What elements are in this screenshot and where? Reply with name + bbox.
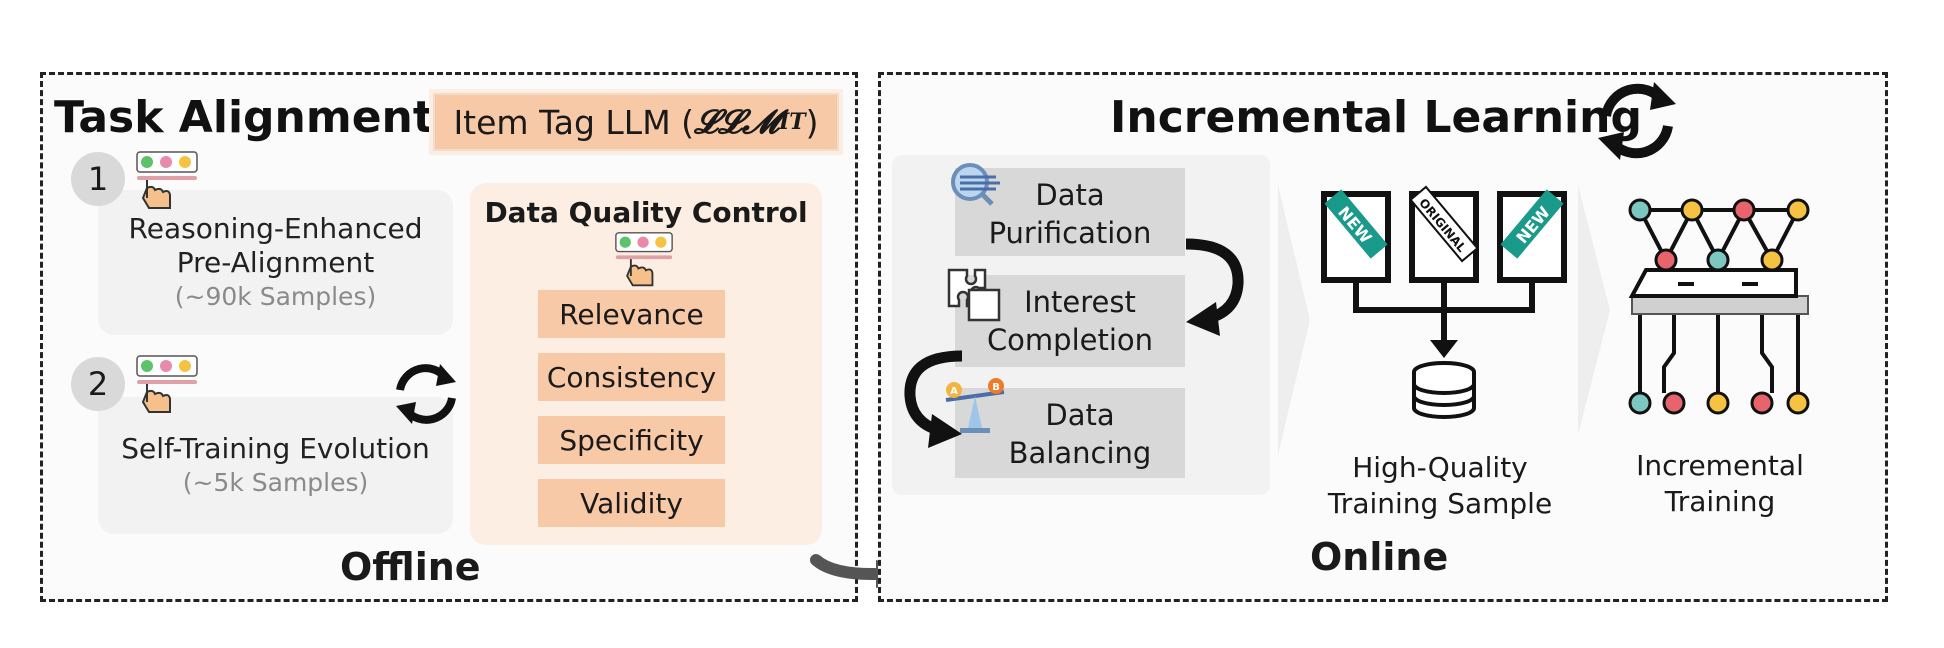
llm-subscript: IT [778,109,806,135]
sample-label: High-Quality Training Sample [1300,450,1580,522]
refresh-icon [1598,82,1676,160]
item-tag-llm-close: ) [805,102,819,142]
stage1-line2: Pre-Alignment [176,246,375,279]
criterion-validity: Validity [538,479,725,527]
balance-label-b: B [992,382,1000,393]
stage1-text: Reasoning-Enhanced Pre-Alignment (~90k S… [98,212,453,314]
criterion-specificity: Specificity [538,416,725,464]
training-label-line2: Training [1664,485,1776,518]
stage2-line1: Self-Training Evolution [121,432,430,465]
criterion-consistency: Consistency [538,353,725,401]
task-alignment-title: Task Alignment [54,92,434,143]
chevron-arrow [1278,185,1310,455]
balance-label-a: A [950,386,958,397]
data-merge-graphic: NEW ORIGINAL NEW [1321,185,1567,419]
completion-line1: Interest [1024,285,1136,319]
magnifier-icon [951,163,1000,206]
quality-control-title: Data Quality Control [484,196,808,229]
training-label-line1: Incremental [1636,449,1804,482]
offline-label: Offline [340,545,481,589]
stage1-card [98,190,453,335]
llm-symbol: 𝓛𝓛𝓜 [694,102,779,141]
sample-label-line2: Training Sample [1327,487,1553,520]
step-data-purification: Data Purification [955,168,1185,256]
balancing-line1: Data [1045,398,1115,432]
feedback-icon [136,151,198,209]
stage2-number: 2 [71,357,125,411]
flow-arrow-left [904,350,963,448]
stage1-samples: (~90k Samples) [174,282,377,311]
balance-icon: A B [945,378,1005,433]
refresh-icon [396,364,456,424]
completion-line2: Completion [986,323,1154,357]
database-icon [1412,361,1476,419]
training-label: Incremental Training [1600,448,1840,520]
feedback-icon [136,355,198,413]
stage1-line1: Reasoning-Enhanced [128,212,423,245]
sample-label-line1: High-Quality [1352,451,1528,484]
purification-line2: Purification [988,216,1152,250]
stage2-samples: (~5k Samples) [182,468,369,497]
chevron-arrow [1578,185,1610,435]
stage2-card [98,397,453,534]
step-data-balancing: Data Balancing [955,388,1185,478]
criterion-relevance: Relevance [538,290,725,338]
stage2-text: Self-Training Evolution (~5k Samples) [98,432,453,500]
feedback-icon [615,232,673,287]
stage1-number: 1 [71,152,125,206]
purification-line1: Data [1035,178,1105,212]
item-tag-llm-text: Item Tag LLM ( [453,102,695,142]
puzzle-icon [947,268,1001,322]
incremental-learning-title: Incremental Learning [1110,92,1642,143]
neural-network-icon [1628,198,1810,415]
balancing-line2: Balancing [1008,436,1152,470]
flow-arrow-right [1185,238,1244,336]
online-label: Online [1310,535,1449,579]
